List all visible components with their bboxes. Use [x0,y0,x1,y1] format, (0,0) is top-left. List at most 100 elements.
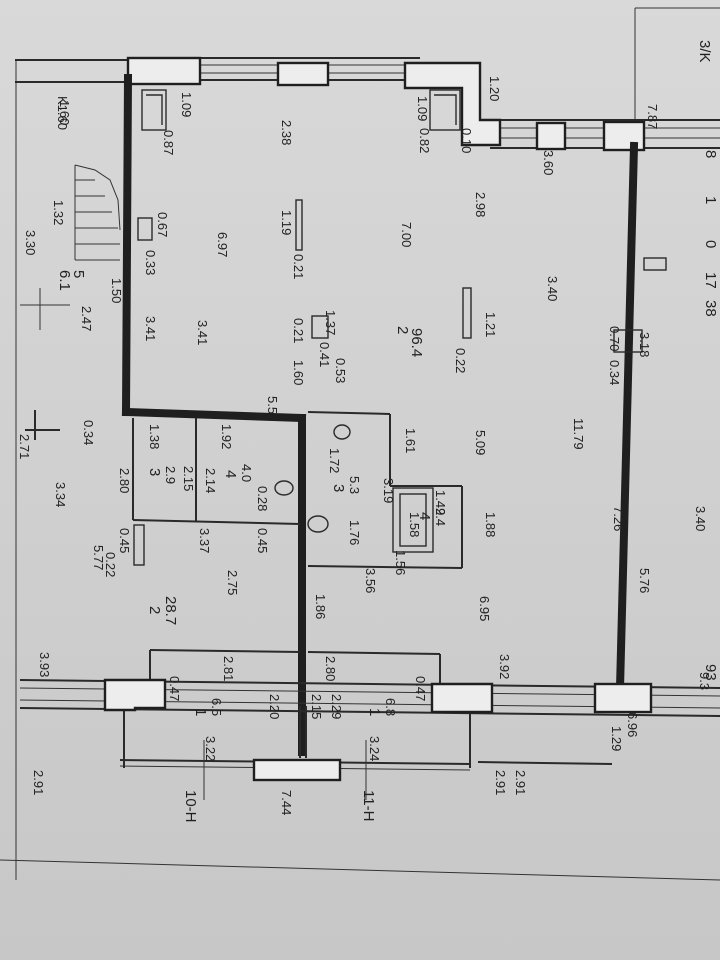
dim: 1.72 [327,448,342,473]
dim: 3.18 [637,332,652,357]
edge-text: 1 [702,196,719,204]
staircase [74,164,121,261]
room-area: 6.1 [56,270,73,291]
dim: 0.22 [103,552,118,577]
dim: 3.40 [545,276,560,301]
column-small-center [311,315,329,339]
room-num: 4 [416,512,433,520]
dim: 9.3 [697,672,712,690]
dim: 1.60 [57,100,72,125]
dim: 0.47 [413,676,428,701]
dim: 0.41 [317,342,332,367]
dim: 1.32 [51,200,66,225]
dim: 2.14 [203,468,218,493]
vent-shaft-left [141,89,167,131]
dim: 3.37 [197,528,212,553]
dim: 3.60 [541,150,556,175]
edge-text: 8 [702,150,719,158]
edge-text: 93 [702,664,719,681]
dim: 3.41 [195,320,210,345]
dim: 0.47 [167,676,182,701]
dim: 5.52 [265,396,280,421]
dim: 1.61 [403,428,418,453]
dim: 2.98 [473,192,488,217]
dim: 0.28 [255,486,270,511]
dim: 1.37 [323,310,338,335]
dim: 2.15 [181,466,196,491]
dim: 1.21 [483,312,498,337]
shower-tray-inner [399,493,427,547]
room-num: 2 [394,326,411,334]
dim: 0.45 [117,528,132,553]
room-area: 6.8 [383,698,398,716]
dim: 1.88 [483,512,498,537]
sink [333,424,351,440]
dim: 2.91 [513,770,528,795]
dim: 1.20 [487,76,502,101]
edge-text: 17 [702,272,719,289]
dim: 0.53 [333,358,348,383]
room-num: 3 [146,468,163,476]
edge-text: 38 [702,300,719,317]
room-area: 4.0 [239,464,254,482]
axis-10-label: 10-H [182,790,199,823]
dim: 2.91 [31,770,46,795]
edge-fragments: 8 1 0 17 38 93 [702,150,719,681]
dim: 3.41 [143,316,158,341]
room-area: 2.9 [163,466,178,484]
dim: 2.81 [221,656,236,681]
bottom-right-column [593,682,653,714]
dim: 6.96 [625,712,640,737]
room-area: 5.3 [347,476,362,494]
room-num: 1 [192,708,209,716]
axis-labels: 10-H 11-H 3/K K1.60 [55,40,713,823]
axis-k-label: K1.60 [55,96,70,130]
top-right-mullion [535,121,567,151]
toilet-bowl-2 [274,480,294,496]
dim: 2.75 [225,570,240,595]
dim: 3.40 [693,506,708,531]
dim: 7.26 [611,506,626,531]
dim: 1.86 [313,594,328,619]
interior-partitions [25,410,463,685]
bottom-margin-line [0,859,720,881]
dim: 1.09 [179,92,194,117]
dim: 2.91 [493,770,508,795]
dimension-labels: 0.34 2.71 3.34 2.80 0.45 0.22 5.77 3.93 … [17,76,712,815]
room-area: 96.4 [408,328,425,357]
dim: 1.49 [433,490,448,515]
pillar-thin-1 [295,199,303,251]
room-num: 2 [146,606,163,614]
top-right-column [403,61,502,147]
dim: 1.09 [415,96,430,121]
dim: 3.92 [497,654,512,679]
dim: 2.71 [17,434,32,459]
dim: 1.60 [291,360,306,385]
dim: 0.45 [255,528,270,553]
vent-small-left [137,217,153,241]
room-area: 6.5 [209,698,224,716]
dim: 1.19 [279,210,294,235]
bath-fixture-small [133,524,145,566]
room-num: 4 [222,470,239,478]
top-left-column [126,56,202,86]
dim: 7.44 [279,790,294,815]
shower-tray [392,487,434,553]
room-num: 5 [70,270,87,278]
dim: 2.80 [117,468,132,493]
dim: 3.22 [203,736,218,761]
dim: 1.92 [219,424,234,449]
dim: 0.33 [143,250,158,275]
dim: 0.82 [417,128,432,153]
dim: 2.15 [309,694,324,719]
dim: 1.38 [147,424,162,449]
dim: 2.80 [323,656,338,681]
dim: 0.21 [291,318,306,343]
dim: 2.38 [279,120,294,145]
room-num: 3 [330,484,347,492]
dim: 5.77 [91,545,106,570]
main-walls [121,73,639,756]
dim: 6.97 [215,232,230,257]
axis-11-label: 11-H [360,790,377,821]
